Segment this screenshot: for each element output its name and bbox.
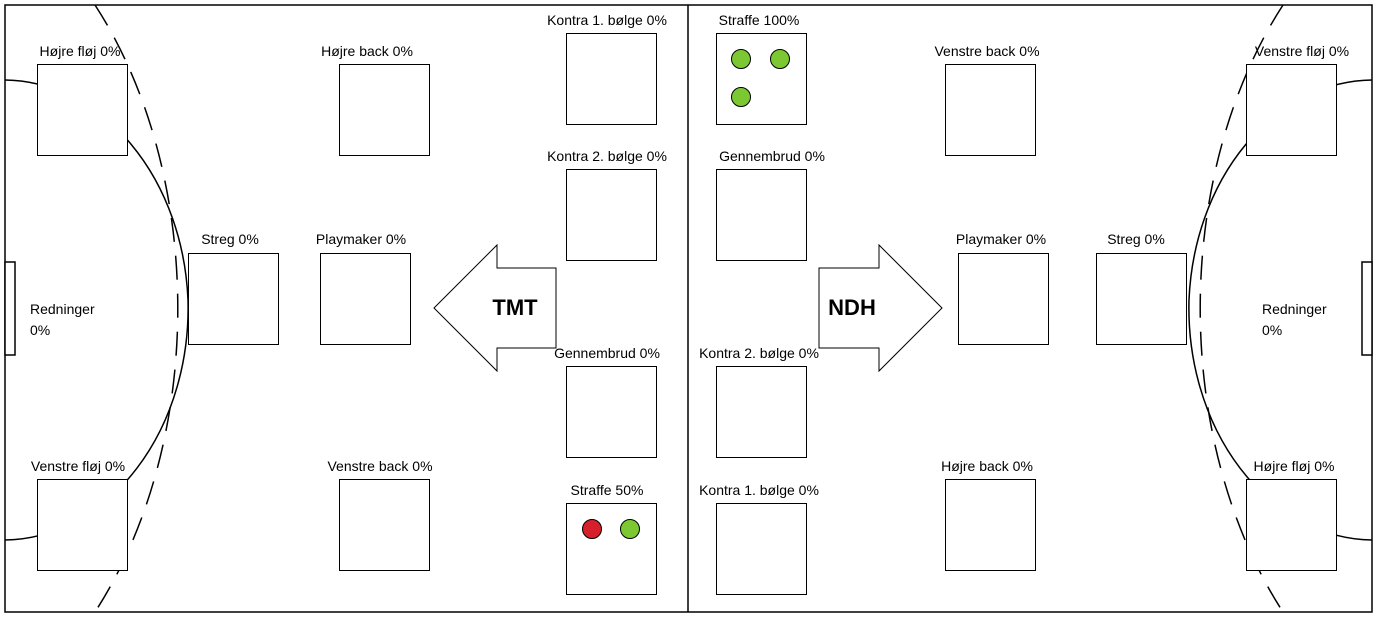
zone-label-right-counter1: Kontra 1. bølge 0% xyxy=(699,482,819,498)
penalty-goal-marker[interactable] xyxy=(620,519,640,539)
zone-right-left-back[interactable] xyxy=(945,64,1036,156)
zone-left-left-back[interactable] xyxy=(339,479,430,571)
right-free-throw-line xyxy=(1199,4,1284,613)
zone-label-left-right-back: Højre back 0% xyxy=(321,43,413,59)
zone-label-right-breakthrough: Gennembrud 0% xyxy=(719,148,825,164)
zone-label-left-left-wing: Venstre fløj 0% xyxy=(30,458,126,474)
zone-label-right-penalty: Straffe 100% xyxy=(718,12,800,28)
zone-right-counter2[interactable] xyxy=(716,366,807,458)
zone-label-left-line: Streg 0% xyxy=(201,231,259,247)
zone-right-right-back[interactable] xyxy=(945,479,1036,571)
zone-label-right-counter2: Kontra 2. bølge 0% xyxy=(699,345,819,361)
zone-left-penalty[interactable] xyxy=(566,503,657,595)
zone-label-right-line: Streg 0% xyxy=(1107,231,1165,247)
penalty-goal-marker[interactable] xyxy=(770,49,790,69)
saves-value-left: 0% xyxy=(30,322,51,338)
zone-right-breakthrough[interactable] xyxy=(716,169,807,261)
zone-label-left-breakthrough: Gennembrud 0% xyxy=(554,345,660,361)
penalty-goal-marker[interactable] xyxy=(731,49,751,69)
zone-right-right-wing[interactable] xyxy=(1246,479,1337,571)
zone-left-counter1[interactable] xyxy=(566,33,657,125)
zone-left-breakthrough[interactable] xyxy=(566,366,657,458)
penalty-goal-marker[interactable] xyxy=(731,87,751,107)
team-name-left: TMT xyxy=(492,295,538,320)
zone-label-left-playmaker: Playmaker 0% xyxy=(315,231,407,247)
right-goal xyxy=(1361,261,1373,356)
zone-left-left-wing[interactable] xyxy=(37,479,128,571)
zone-label-right-right-wing: Højre fløj 0% xyxy=(1253,458,1335,474)
team-name-right: NDH xyxy=(828,295,876,320)
saves-label-left: Redninger 0% xyxy=(30,299,95,341)
zone-right-counter1[interactable] xyxy=(716,503,807,595)
saves-value-right: 0% xyxy=(1262,322,1283,338)
zone-label-right-right-back: Højre back 0% xyxy=(941,458,1033,474)
zone-label-right-playmaker: Playmaker 0% xyxy=(955,231,1047,247)
saves-label-right: Redninger 0% xyxy=(1262,299,1327,341)
zone-label-right-left-wing: Venstre fløj 0% xyxy=(1254,43,1350,59)
penalty-miss-marker[interactable] xyxy=(582,519,602,539)
zone-label-left-counter1: Kontra 1. bølge 0% xyxy=(547,12,667,28)
zone-label-left-left-back: Venstre back 0% xyxy=(327,458,433,474)
zone-label-left-right-wing: Højre fløj 0% xyxy=(39,43,121,59)
left-free-throw-line xyxy=(94,4,179,613)
left-goal xyxy=(4,261,16,356)
zone-right-left-wing[interactable] xyxy=(1246,64,1337,156)
attack-direction-arrow-left xyxy=(433,243,557,373)
saves-label-right-text: Redninger xyxy=(1262,301,1327,317)
zone-label-right-left-back: Venstre back 0% xyxy=(934,43,1040,59)
zone-label-left-penalty: Straffe 50% xyxy=(570,482,644,498)
zone-right-line[interactable] xyxy=(1096,253,1187,345)
zone-right-playmaker[interactable] xyxy=(958,253,1049,345)
saves-label-left-text: Redninger xyxy=(30,301,95,317)
zone-left-right-back[interactable] xyxy=(339,64,430,156)
zone-left-line[interactable] xyxy=(188,253,279,345)
zone-right-penalty[interactable] xyxy=(716,33,807,125)
zone-label-left-counter2: Kontra 2. bølge 0% xyxy=(547,148,667,164)
attack-direction-arrow-right xyxy=(818,243,943,373)
zone-left-playmaker[interactable] xyxy=(320,253,411,345)
zone-left-counter2[interactable] xyxy=(566,169,657,261)
zone-left-right-wing[interactable] xyxy=(37,64,128,156)
